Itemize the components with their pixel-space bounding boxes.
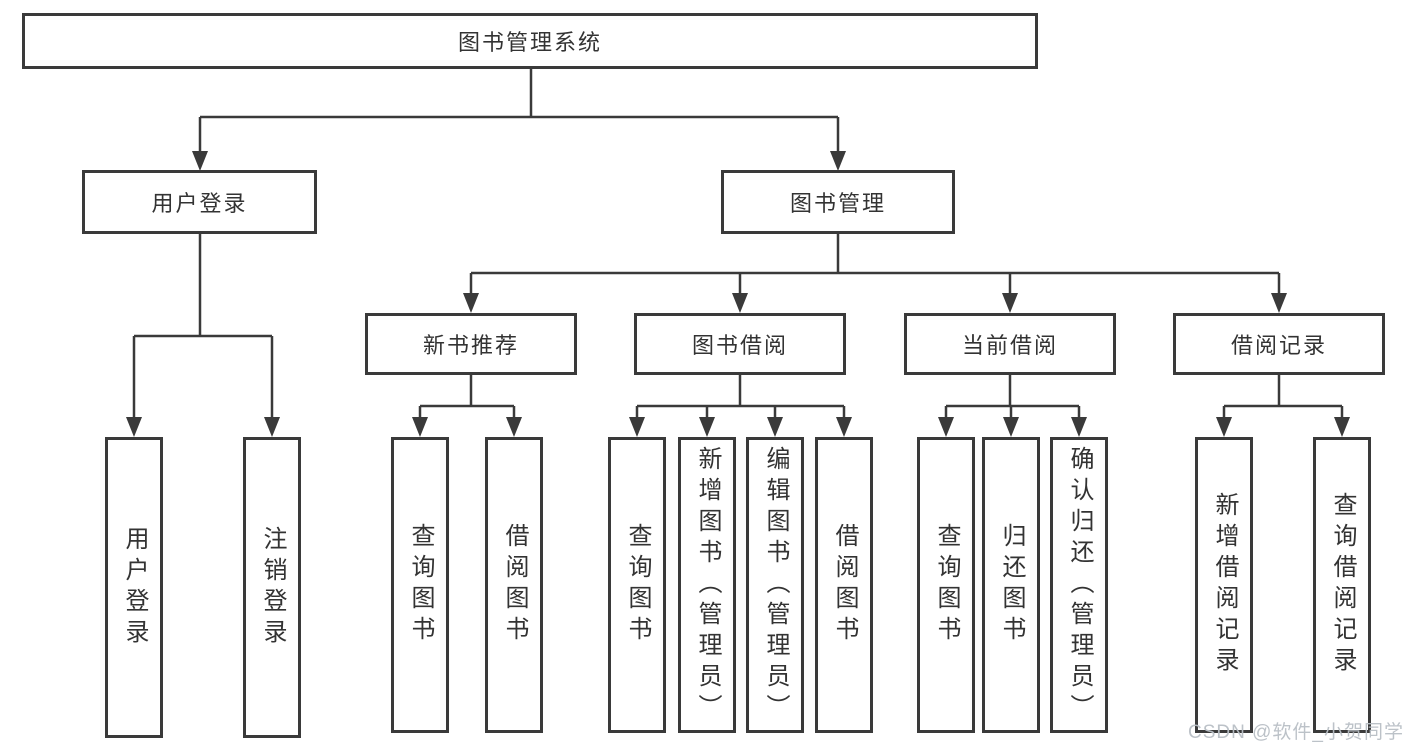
arrowheads-book-borrowing-branch [629,417,852,437]
node-new-book-recommend: 新书推荐 [365,313,577,375]
leaf-current-query-book: 查询图书 [917,437,975,733]
node-book-management: 图书管理 [721,170,955,234]
node-library-system: 图书管理系统 [22,13,1038,69]
csdn-watermark: CSDN @软件_小贺同学 [1188,722,1404,743]
arrowheads-current-borrowing-branch [938,417,1087,437]
connector-book-borrowing-branch [635,375,846,418]
leaf-borrowing-query-book: 查询图书 [608,437,666,733]
connector-current-borrowing-branch [944,375,1081,418]
leaf-borrowing-add-book-admin: 新增图书（管理员） [678,437,736,733]
leaf-logout: 注销登录 [243,437,301,738]
leaf-user-login: 用户登录 [105,437,163,738]
leaf-borrowing-edit-book-admin: 编辑图书（管理员） [746,437,804,733]
arrowheads-user-login-branch [126,417,280,437]
leaf-recommend-query-book: 查询图书 [391,437,449,733]
leaf-borrowing-borrow-book: 借阅图书 [815,437,873,733]
node-user-login: 用户登录 [82,170,317,234]
connector-new-book-branch [418,375,516,418]
node-current-borrowing: 当前借阅 [904,313,1116,375]
arrowheads-level2 [192,151,846,171]
arrowheads-new-book-branch [412,417,522,437]
leaf-recommend-borrow-book: 借阅图书 [485,437,543,733]
leaf-current-confirm-return-admin: 确认归还（管理员） [1050,437,1108,733]
leaf-records-add-record: 新增借阅记录 [1195,437,1253,733]
connector-user-login-branch [132,234,274,418]
leaf-records-query-record: 查询借阅记录 [1313,437,1371,733]
arrowheads-borrowing-records-branch [1216,417,1350,437]
node-book-borrowing: 图书借阅 [634,313,846,375]
connector-borrowing-records-branch [1222,375,1344,418]
connector-root-to-level2 [198,69,840,153]
leaf-current-return-book: 归还图书 [982,437,1040,733]
node-borrowing-records: 借阅记录 [1173,313,1385,375]
connector-book-management-branch [469,234,1281,294]
arrowheads-level3 [463,293,1287,313]
